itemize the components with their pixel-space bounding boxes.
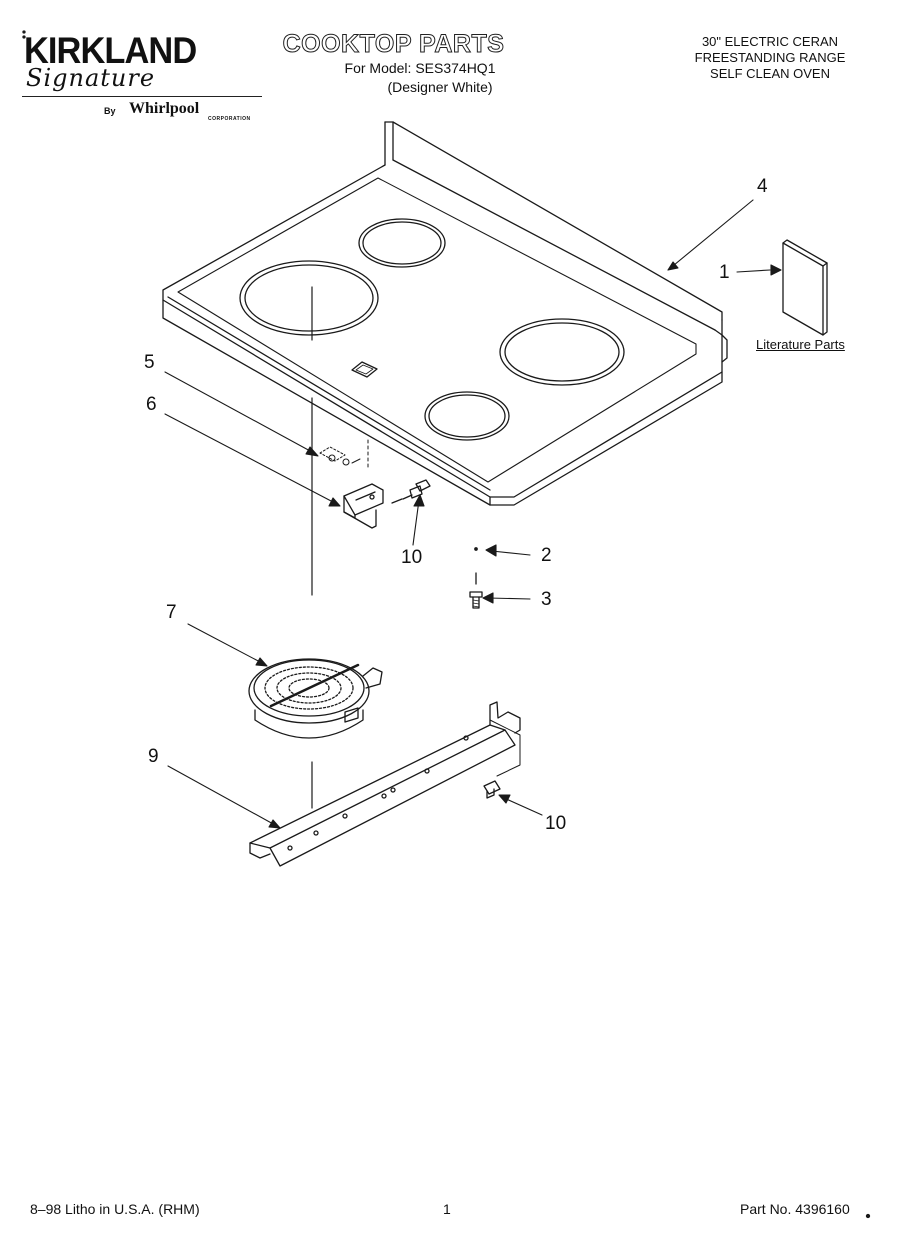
- callout-9: 9: [148, 746, 159, 767]
- screw-part-10-lower: [483, 780, 501, 799]
- clip-part-5: [319, 439, 369, 471]
- callout-2: 2: [541, 545, 552, 566]
- callout-1: 1: [719, 262, 730, 283]
- spec-line-1: 30" ELECTRIC CERAN: [701, 34, 839, 49]
- by-label: By: [104, 106, 116, 116]
- leader-lines: [164, 199, 782, 829]
- support-bar-part-9: [249, 701, 521, 867]
- page-title: COOKTOP PARTS: [282, 30, 505, 59]
- footer-part-number: Part No. 4396160: [740, 1201, 850, 1217]
- model-line: For Model: SES374HQ1: [344, 60, 496, 76]
- logo-divider: [22, 96, 262, 97]
- callout-4: 4: [757, 176, 768, 197]
- callout-7: 7: [166, 602, 177, 623]
- hot-surface-indicator: [351, 361, 378, 378]
- large-right-burner-ring: [499, 318, 625, 386]
- manufacturer-sub: CORPORATION: [208, 116, 251, 122]
- literature-part: [782, 239, 828, 336]
- footer-print-info: 8–98 Litho in U.S.A. (RHM): [30, 1201, 200, 1217]
- literature-parts-label: Literature Parts: [756, 337, 845, 352]
- part-2-marker: [474, 547, 478, 551]
- callout-5: 5: [144, 352, 155, 373]
- manufacturer-name: Whirlpool: [129, 100, 200, 117]
- brand-logo: KIRKLAND Signature By Whirlpool CORPORAT…: [22, 30, 267, 130]
- callout-10-upper: 10: [401, 547, 423, 568]
- screw-part-10-upper: [391, 479, 431, 504]
- callout-10-lower: 10: [545, 813, 567, 834]
- footer-page-number: 1: [443, 1201, 451, 1217]
- cooktop-part: [162, 121, 728, 506]
- small-rear-burner-ring: [358, 218, 446, 268]
- spec-line-2: FREESTANDING RANGE: [694, 50, 846, 65]
- brand-name: KIRKLAND: [24, 30, 197, 71]
- spec-line-3: SELF CLEAN OVEN: [710, 66, 830, 81]
- bracket-part-6: [343, 483, 384, 529]
- heating-element-part-7: [248, 658, 383, 739]
- screw-part-3: [469, 591, 483, 609]
- small-front-burner-ring: [424, 391, 510, 441]
- large-left-burner-ring: [239, 260, 379, 336]
- variant-line: (Designer White): [387, 79, 493, 95]
- callout-6: 6: [146, 394, 157, 415]
- brand-script: Signature: [26, 64, 156, 92]
- callout-3: 3: [541, 589, 552, 610]
